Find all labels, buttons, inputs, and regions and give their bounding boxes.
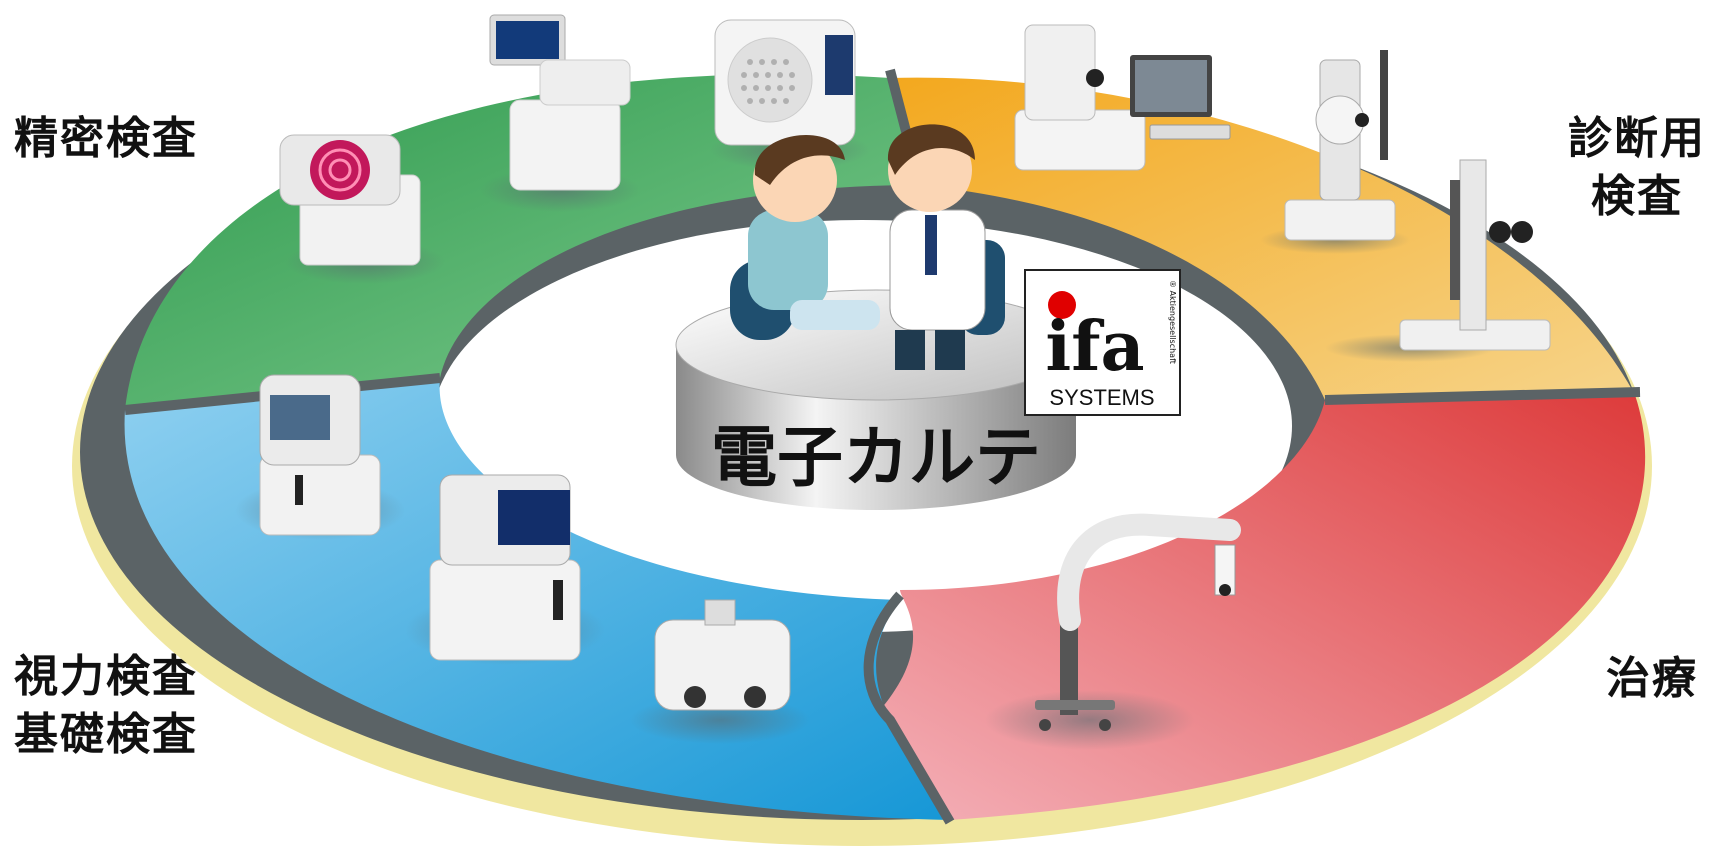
label-line: 視力検査 (14, 651, 198, 702)
label-line: 検査 (1591, 171, 1683, 222)
tonometer-icon (235, 374, 405, 540)
logo-tag: ® Aktiengesellschaft (1168, 280, 1177, 364)
computer-monitor-icon (1130, 55, 1231, 140)
surgical-microscope-icon (985, 513, 1241, 750)
keratometer-icon (405, 474, 605, 665)
logo-brand: ifa (1045, 307, 1144, 387)
doctor-icon (887, 124, 1005, 370)
fundus-camera-icon (1260, 50, 1410, 254)
topographer-icon (279, 134, 445, 284)
oct-device-icon (1014, 24, 1146, 171)
label-line: 精密検査 (14, 113, 198, 164)
label-line: 基礎検査 (14, 709, 198, 760)
phoropter-icon (630, 599, 810, 744)
label-vision-basic-exam: 視力検査 基礎検査 (14, 648, 198, 764)
ifa-logo: ifa SYSTEMS ® Aktiengesellschaft (1024, 269, 1181, 416)
label-line: 診断用 (1568, 113, 1706, 164)
slit-lamp-icon (1325, 159, 1551, 362)
autorefractor-icon (480, 14, 640, 212)
label-precision-exam: 精密検査 (14, 110, 198, 168)
logo-sub: SYSTEMS (1049, 385, 1154, 410)
label-treatment: 治療 (1606, 650, 1698, 708)
label-line: 治療 (1606, 653, 1698, 704)
center-title: 電子カルテ (711, 419, 1041, 496)
logo-dot-icon (1048, 291, 1076, 319)
patient-icon (730, 134, 880, 340)
label-diagnostic-exam: 診断用 検査 (1568, 110, 1706, 226)
